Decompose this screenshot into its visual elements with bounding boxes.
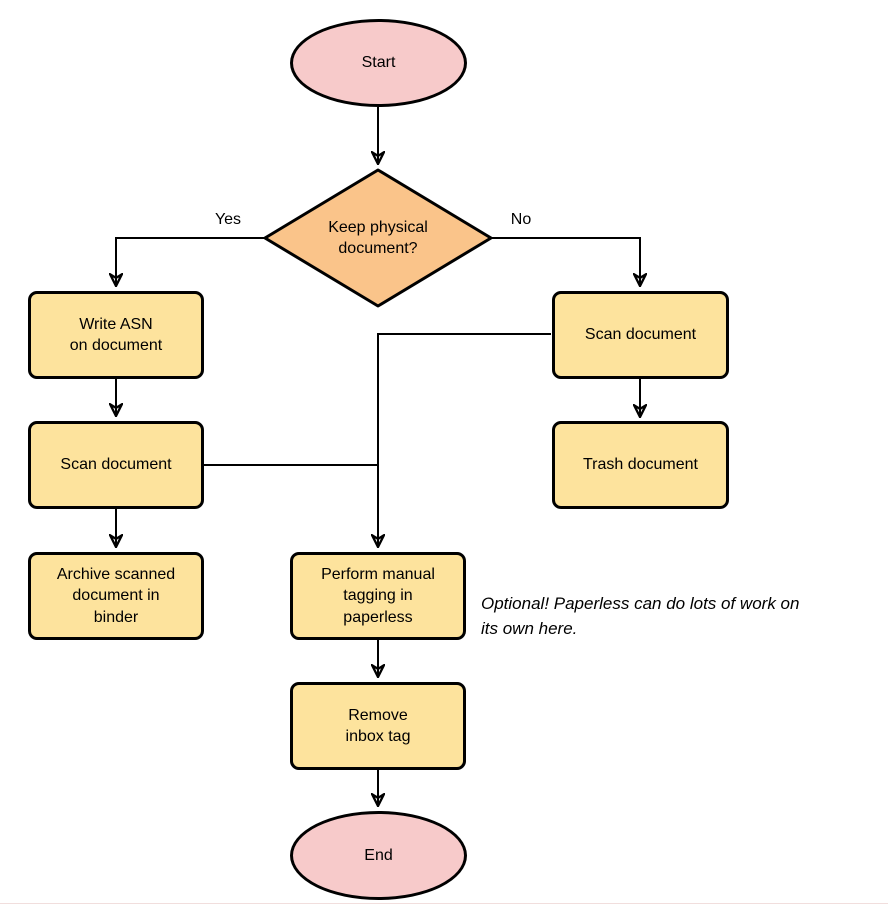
node-scan-document-left: Scan document <box>28 421 204 509</box>
decision-diamond-shape <box>263 168 493 308</box>
node-end: End <box>290 811 467 900</box>
edge-label-no: No <box>507 211 535 229</box>
node-trash-document: Trash document <box>552 421 729 509</box>
decision-label: Keep physical document? <box>328 218 428 257</box>
node-decision: Keep physical document? <box>262 167 494 309</box>
node-scan-document-right: Scan document <box>552 291 729 379</box>
annotation-optional-note: Optional! Paperless can do lots of work … <box>481 594 800 638</box>
node-write-asn: Write ASN on document <box>28 291 204 379</box>
node-start: Start <box>290 19 467 107</box>
node-remove-inbox-tag: Remove inbox tag <box>290 682 466 770</box>
node-archive-binder: Archive scanned document in binder <box>28 552 204 640</box>
edge-label-yes: Yes <box>211 211 245 229</box>
edge-decision-yes <box>116 237 265 286</box>
bottom-hairline <box>0 903 888 904</box>
edge-decision-no <box>491 237 640 286</box>
node-manual-tagging: Perform manual tagging in paperless <box>290 552 466 640</box>
edge-scanright-to-tagging <box>378 333 551 547</box>
